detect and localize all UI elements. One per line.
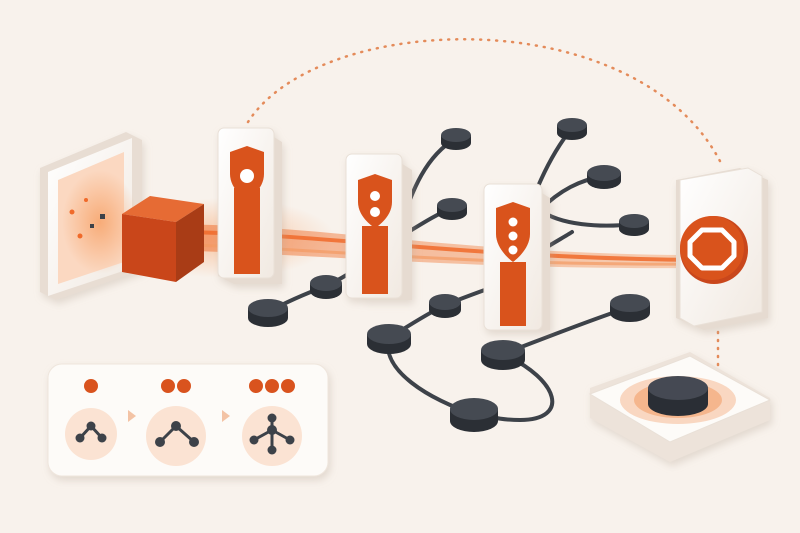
shield-three-dots-icon	[496, 202, 530, 262]
network-node	[587, 165, 621, 189]
network-node	[481, 340, 525, 370]
base-button-icon	[588, 352, 772, 462]
network-node	[310, 275, 342, 299]
triangle-arrow-icon	[128, 410, 136, 422]
network-nodes	[248, 118, 650, 432]
emitter-panel-icon	[40, 132, 142, 300]
orange-cube-icon	[122, 196, 204, 282]
legend-step-3	[242, 379, 302, 466]
legend-step-1	[65, 379, 117, 460]
network-node	[610, 294, 650, 322]
checkpoint-gate	[345, 153, 412, 300]
network-node	[450, 398, 498, 432]
network-node	[557, 118, 587, 140]
triangle-arrow-icon	[222, 410, 230, 422]
network-node	[437, 198, 467, 220]
dotted-feedback-arc	[246, 38, 724, 167]
emitter-particles	[69, 198, 105, 239]
network-node	[619, 214, 649, 236]
network-node	[367, 324, 411, 354]
shield-one-dot-icon	[230, 146, 264, 200]
octagon-stop-icon	[680, 216, 748, 284]
network-node	[248, 299, 288, 327]
checkpoint-gate	[217, 127, 282, 284]
shield-two-dots-icon	[358, 174, 392, 228]
legend-step-2	[146, 379, 206, 466]
checkpoint-gate	[483, 183, 550, 331]
network-node	[441, 128, 471, 150]
stop-panel	[676, 167, 768, 330]
progression-legend	[47, 363, 329, 477]
network-node	[429, 294, 461, 318]
